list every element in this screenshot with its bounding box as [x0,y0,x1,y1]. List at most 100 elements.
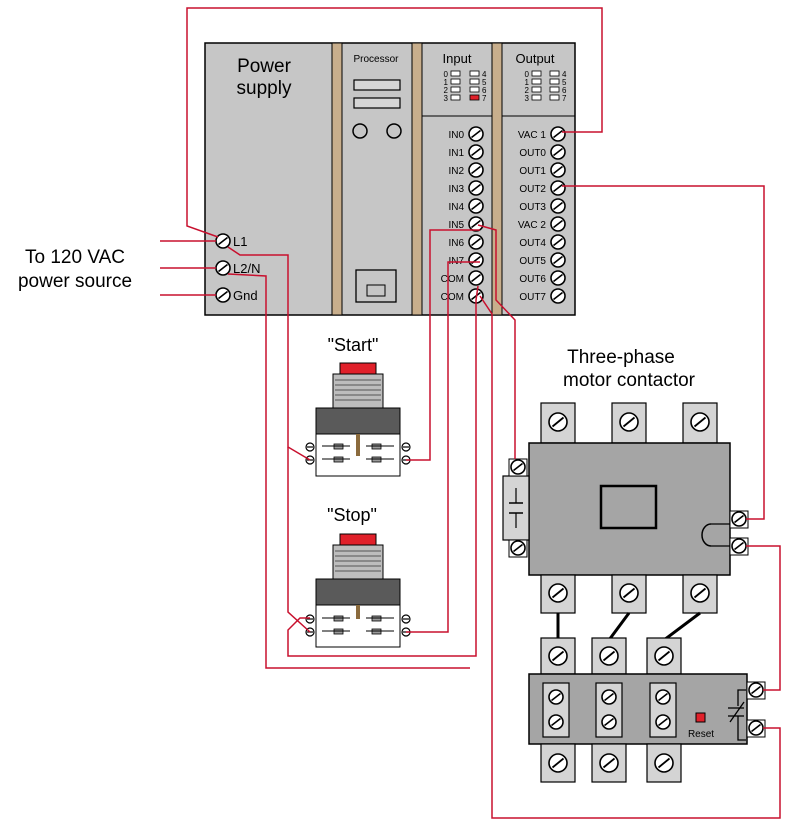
start-button-cap[interactable] [339,362,377,375]
overload-bottom-2-screw[interactable] [599,753,619,773]
output-terminal-screw-2[interactable] [550,162,566,178]
power-supply-module: Power supply L1 L2/N Gnd [215,56,292,303]
overload-bottom-3-screw[interactable] [654,753,674,773]
output-terminal-screw-0[interactable] [550,126,566,142]
stop-button-cap[interactable] [339,533,377,546]
output-terminal-label-3: OUT2 [519,184,546,195]
contactor-bottom-t1-screw[interactable] [548,583,568,603]
wire-l1-to-stop [287,447,311,633]
input-terminal-screw-8[interactable] [468,270,484,286]
auxiliary-contact [502,475,530,541]
processor-title: Processor [353,54,399,65]
output-led-panel: 0 1 2 3 4 5 6 7 [525,70,567,103]
input-led-7-active [469,94,480,101]
input-terminal-screw-4[interactable] [468,198,484,214]
output-terminal-screw-4[interactable] [550,198,566,214]
svg-text:6: 6 [482,86,487,95]
wire-start-to-in [406,229,480,461]
output-terminal-screw-1[interactable] [550,144,566,160]
motor-contactor: Three-phase motor contactor [502,347,749,614]
contactor-title-2: motor contactor [563,370,696,391]
svg-text:0: 0 [444,70,449,79]
output-terminal-screw-9[interactable] [550,288,566,304]
aux-contact-bottom-screw[interactable] [510,540,526,556]
output-title: Output [515,51,554,66]
input-terminal-screw-0[interactable] [468,126,484,142]
power-source-label-2: power source [18,271,132,292]
terminal-l2n-label: L2/N [233,261,260,276]
input-terminal-label-9: COM [441,292,464,303]
contactor-top-l3-screw[interactable] [690,412,710,432]
svg-text:1: 1 [525,78,530,87]
input-terminal-label-6: IN6 [448,238,464,249]
overload-top-3-screw[interactable] [654,646,674,666]
input-terminal-screw-2[interactable] [468,162,484,178]
contactor-bottom-t3-screw[interactable] [690,583,710,603]
overload-top-1-screw[interactable] [548,646,568,666]
plc-rack: Power supply L1 L2/N Gnd Processor [204,42,576,316]
svg-text:3: 3 [444,94,449,103]
input-terminal-screw-5[interactable] [468,216,484,232]
input-terminal-screw-3[interactable] [468,180,484,196]
output-terminal-label-5: VAC 2 [518,220,547,231]
svg-text:5: 5 [562,78,567,87]
svg-text:2: 2 [525,86,530,95]
output-terminal-label-1: OUT0 [519,148,546,159]
stop-switch[interactable]: "Stop" [305,505,411,648]
terminal-l1-label: L1 [233,234,247,249]
terminal-gnd-screw[interactable] [215,287,231,303]
wire-in5-to-aux [477,224,516,459]
overload-bottom-1-screw[interactable] [548,753,568,773]
contactor-top-l2-screw[interactable] [619,412,639,432]
overload-top-2-screw[interactable] [599,646,619,666]
wire-l1-to-start [227,246,311,461]
output-terminal-label-6: OUT4 [519,238,546,249]
output-terminal-screw-7[interactable] [550,252,566,268]
svg-text:6: 6 [562,86,567,95]
coil-a2-screw[interactable] [731,538,747,554]
output-terminal-label-0: VAC 1 [518,130,547,141]
output-terminal-screw-8[interactable] [550,270,566,286]
wire-com-to-stop [287,285,479,657]
output-terminal-screw-6[interactable] [550,234,566,250]
output-terminal-screw-3[interactable] [550,180,566,196]
terminal-l1-screw[interactable] [215,233,231,249]
output-terminal-label-4: OUT3 [519,202,546,213]
output-terminal-label-8: OUT6 [519,274,546,285]
processor-port [355,269,397,303]
contactor-bottom-t2-screw[interactable] [619,583,639,603]
svg-text:3: 3 [525,94,530,103]
contactor-top-l1-screw[interactable] [548,412,568,432]
output-terminal-screw-5[interactable] [550,216,566,232]
coil-symbol [701,523,712,547]
input-title: Input [443,51,472,66]
aux-contact-top-screw[interactable] [510,459,526,475]
input-terminal-screw-6[interactable] [468,234,484,250]
overload-contact-95-screw[interactable] [748,682,764,698]
wire-stop-to-in7 [406,261,480,633]
terminal-l2n-screw[interactable] [215,260,231,276]
overload-links [556,611,701,642]
input-terminal-screw-7[interactable] [468,252,484,268]
reset-button[interactable] [695,712,706,723]
power-source: To 120 VAC power source [18,247,132,292]
overload-relay: Reset [528,637,766,783]
input-terminal-label-0: IN0 [448,130,464,141]
overload-contact-96-screw[interactable] [748,720,764,736]
input-terminal-screw-1[interactable] [468,144,484,160]
svg-text:1: 1 [444,78,449,87]
svg-text:7: 7 [562,94,567,103]
svg-text:4: 4 [562,70,567,79]
wiring [160,7,781,819]
coil-a1-screw[interactable] [731,511,747,527]
wire-l2n-bus [227,273,470,669]
contactor-title-1: Three-phase [567,347,675,368]
start-switch[interactable]: "Start" [305,335,411,477]
processor-led-right [386,123,402,139]
power-source-label-1: To 120 VAC [25,247,125,268]
svg-text:7: 7 [482,94,487,103]
input-terminal-label-8: COM [441,274,464,285]
contactor-window [599,484,658,530]
